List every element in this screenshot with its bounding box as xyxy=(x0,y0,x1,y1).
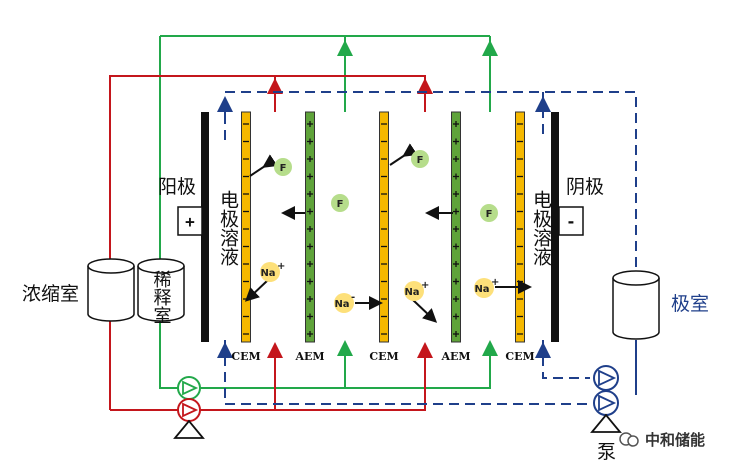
na-arrow-1 xyxy=(244,279,269,302)
svg-text:Na: Na xyxy=(474,284,489,295)
ion-sodium-1: Na + xyxy=(260,261,285,282)
membrane-cem-1 xyxy=(241,111,251,343)
svg-text:+: + xyxy=(491,277,499,288)
svg-text:F: F xyxy=(486,209,493,220)
minus-sign: - xyxy=(566,212,576,231)
svg-text:F: F xyxy=(337,199,344,210)
minus-box xyxy=(558,206,584,236)
electrode-loop-arrows xyxy=(217,96,551,362)
electrode-loop-pipe xyxy=(224,91,637,405)
membrane-label-3: CEM xyxy=(369,350,398,363)
right-pump xyxy=(590,365,622,433)
svg-text:F: F xyxy=(417,155,424,166)
membrane-label-5: CEM xyxy=(505,350,534,363)
watermark: 中和储能 xyxy=(619,431,705,449)
cathode-label: 阴极 xyxy=(566,176,604,198)
anode-label: 阳极 xyxy=(158,176,196,198)
concentrate-loop-arrows xyxy=(267,78,433,362)
na-arrow-3 xyxy=(412,299,438,323)
concentrate-room-label: 浓缩室 xyxy=(22,283,79,305)
ion-sodium-4: Na + xyxy=(474,277,499,298)
ion-sodium-2: Na - xyxy=(334,292,355,313)
membrane-label-2: AEM xyxy=(294,350,324,363)
f-arrow-3 xyxy=(389,143,418,166)
svg-text:-: - xyxy=(351,292,355,303)
ion-fluoride-1: F xyxy=(274,158,292,176)
membrane-stack: CEM AEM CEM AEM CEM xyxy=(231,111,535,363)
dilute-loop-arrows xyxy=(337,40,498,360)
svg-text:Na: Na xyxy=(260,268,275,279)
cathode-plate xyxy=(551,112,559,342)
right-electrolyte-label: 电极溶液 xyxy=(530,190,552,266)
membrane-cem-5 xyxy=(515,111,525,343)
ion-fluoride-2: F xyxy=(331,194,349,212)
dilute-tank xyxy=(137,258,185,322)
anode-plate xyxy=(201,112,209,342)
svg-text:Na: Na xyxy=(334,299,349,310)
ion-migration-arrows xyxy=(244,143,532,323)
f-arrow-1 xyxy=(249,154,278,177)
concentrate-tank xyxy=(87,258,135,322)
watermark-text: 中和储能 xyxy=(645,431,705,449)
left-electrolyte-label: 电极溶液 xyxy=(217,190,239,266)
plus-box xyxy=(177,206,203,236)
membrane-label-1: CEM xyxy=(231,350,260,363)
plus-sign: + xyxy=(185,212,195,231)
pump-label: 泵 xyxy=(597,441,616,463)
dilute-room-label: 稀释室 xyxy=(151,270,172,324)
membrane-label-4: AEM xyxy=(440,350,470,363)
electrode-room-label: 极室 xyxy=(671,293,709,315)
ion-fluoride-4: F xyxy=(480,204,498,222)
svg-text:F: F xyxy=(280,163,287,174)
svg-text:+: + xyxy=(421,280,429,291)
electrode-tank xyxy=(612,270,660,340)
ion-sodium-3: Na + xyxy=(404,280,429,301)
ion-fluoride-3: F xyxy=(411,150,429,168)
membrane-cem-3 xyxy=(379,111,389,343)
svg-text:+: + xyxy=(277,261,285,272)
svg-text:Na: Na xyxy=(404,287,419,298)
left-pump xyxy=(173,376,205,439)
